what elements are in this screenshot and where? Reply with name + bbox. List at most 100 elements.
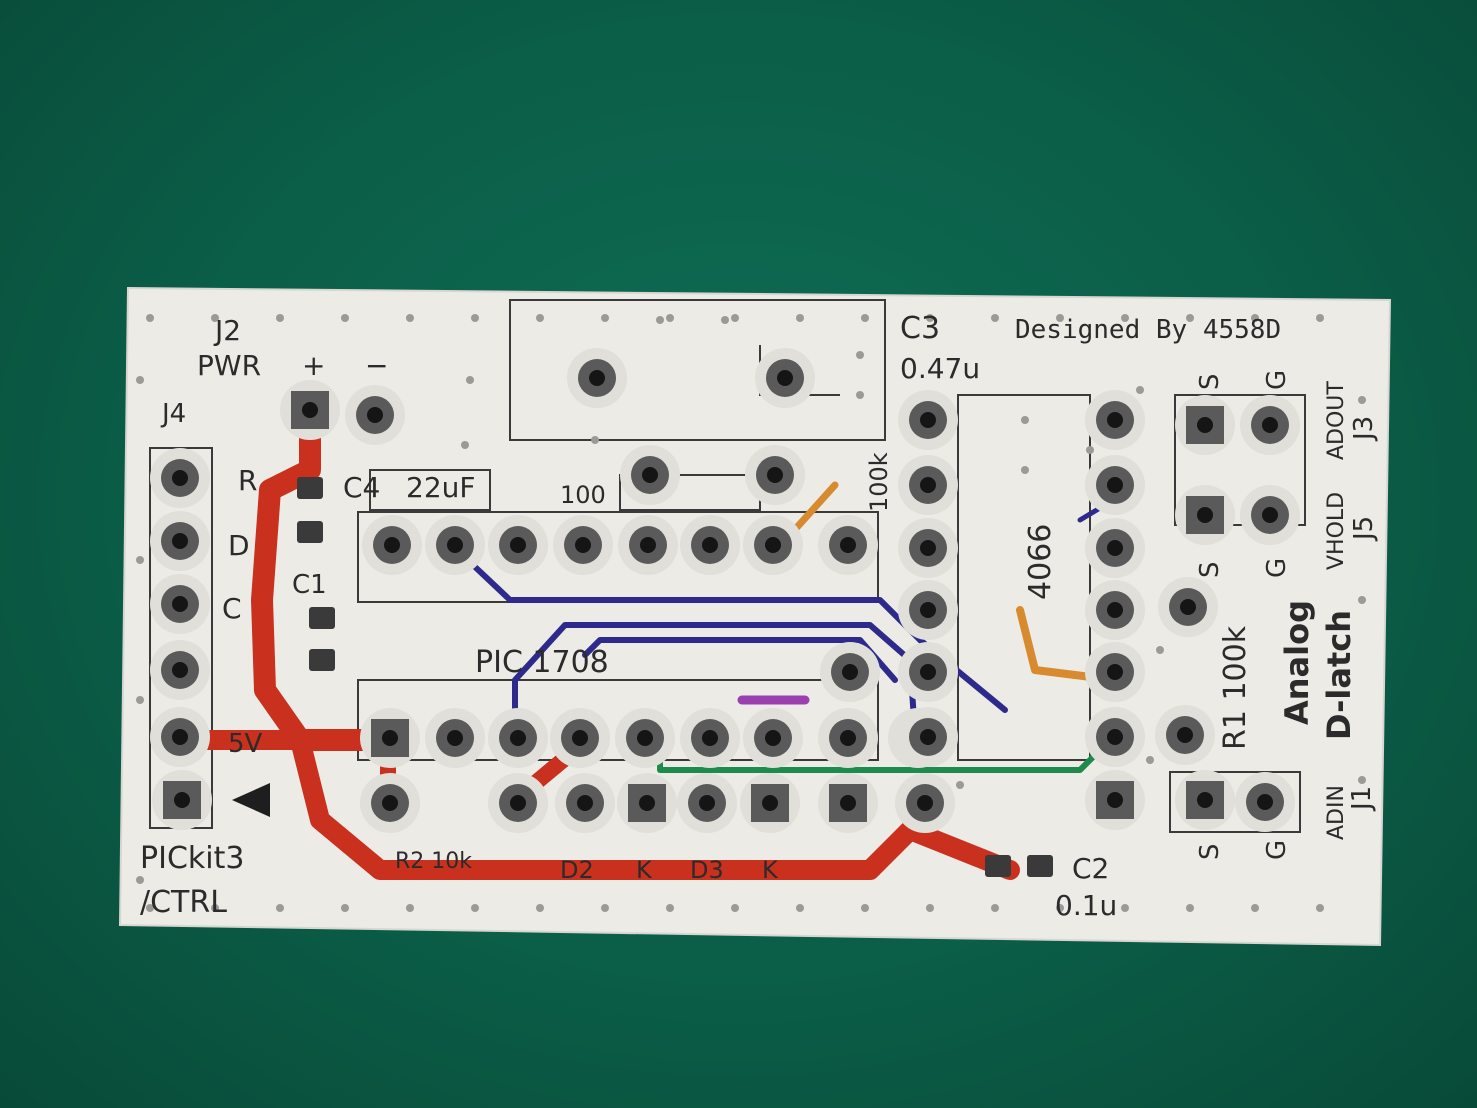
- via: [466, 376, 474, 384]
- c4-smd-pad-1: [297, 477, 323, 499]
- via: [1186, 314, 1194, 322]
- pic-pad-top-5: [618, 515, 678, 575]
- c2-smd-pad-1: [985, 855, 1011, 877]
- via: [856, 351, 864, 359]
- pic-pad-bottom-5: [615, 708, 675, 768]
- lower-pad-5: [677, 773, 737, 833]
- via: [601, 314, 609, 322]
- through-hole-pads: [150, 348, 1300, 877]
- via: [861, 314, 869, 322]
- via: [731, 314, 739, 322]
- via: [1316, 904, 1324, 912]
- ic4066-right-pad-5: [1085, 642, 1145, 702]
- via: [956, 781, 964, 789]
- pic-pad-top-8: [818, 515, 878, 575]
- pic-pad-bottom-2: [425, 708, 485, 768]
- j2-name: PWR: [197, 349, 261, 382]
- via: [721, 316, 729, 324]
- lower-pad-7: [818, 773, 878, 833]
- via: [406, 314, 414, 322]
- j4-note-line2: /CTRL: [140, 885, 227, 920]
- d3-label: D3: [690, 856, 724, 884]
- pic-pad-bottom-1: [360, 708, 420, 768]
- pic-pad-top-2: [425, 515, 485, 575]
- vias: [136, 314, 1366, 912]
- ic4066-left-pad-3: [898, 518, 958, 578]
- via: [926, 904, 934, 912]
- d2-label: D2: [560, 856, 594, 884]
- via: [136, 696, 144, 704]
- via: [1316, 314, 1324, 322]
- via: [1136, 386, 1144, 394]
- j3-name: ADOUT: [1324, 381, 1349, 460]
- via: [1358, 396, 1366, 404]
- pic-pad-bottom-7: [743, 708, 803, 768]
- pic-pad-bottom-8: [818, 708, 878, 768]
- board-title-line1: Analog: [1278, 600, 1316, 725]
- via: [341, 904, 349, 912]
- via: [1251, 314, 1259, 322]
- r2-label: R2 10k: [395, 849, 472, 874]
- ic4066-left-pad-1: [898, 390, 958, 450]
- lower-pad-6: [740, 773, 800, 833]
- via: [666, 314, 674, 322]
- j2-pad-plus: [280, 380, 340, 440]
- pcb-board: [118, 286, 1392, 947]
- via: [146, 904, 154, 912]
- j2-minus: −: [365, 349, 388, 382]
- ic4066-right-pad-3: [1085, 518, 1145, 578]
- ic4066-right-pad-2: [1085, 455, 1145, 515]
- c4-smd-pad-2: [297, 521, 323, 543]
- via: [211, 904, 219, 912]
- r-right-value: 100k: [865, 452, 893, 512]
- c3-value: 0.47u: [900, 352, 980, 385]
- r1-pad-1: [1158, 577, 1218, 637]
- silkscreen-text: Designed By 4558D J2 PWR + − J4 R D C 5V…: [140, 311, 1379, 922]
- via: [1021, 466, 1029, 474]
- d3-k-label: K: [762, 856, 779, 884]
- via: [341, 314, 349, 322]
- via: [1121, 314, 1129, 322]
- via: [1056, 904, 1064, 912]
- j4-note-line1: PICkit3: [140, 841, 244, 876]
- pic-pad-bottom-6: [680, 708, 740, 768]
- j2-pad-minus: [345, 385, 405, 445]
- via: [276, 904, 284, 912]
- j2-ref: J2: [213, 314, 241, 347]
- via: [136, 556, 144, 564]
- lower-pad-3: [555, 773, 615, 833]
- pic-pad-top-6: [680, 515, 740, 575]
- c2-smd-pad-2: [1027, 855, 1053, 877]
- j3-pad-s: [1175, 395, 1235, 455]
- via: [796, 904, 804, 912]
- r-left-pad: [620, 445, 680, 505]
- via: [656, 316, 664, 324]
- lower-pad-4: [617, 773, 677, 833]
- j5-name: VHOLD: [1324, 492, 1349, 570]
- c3-ref: C3: [900, 311, 940, 346]
- board-title-line2: D-latch: [1320, 610, 1358, 740]
- j1-pad-g: [1235, 772, 1295, 832]
- j1-g-label: G: [1262, 840, 1292, 860]
- j1-pad-s: [1175, 770, 1235, 830]
- lower-pad-8: [895, 773, 955, 833]
- via: [666, 904, 674, 912]
- r-left-value: 100: [560, 481, 606, 509]
- via: [471, 314, 479, 322]
- via: [861, 904, 869, 912]
- j5-g-label: G: [1262, 558, 1292, 578]
- pic-pad-top-7: [743, 515, 803, 575]
- r1-pad-2: [1155, 705, 1215, 765]
- j4-pad-6: [152, 770, 212, 830]
- j4-pin-label-c: C: [222, 592, 242, 625]
- ic4066-left-pad-6: [898, 707, 958, 767]
- ic4066-right-pad-6: [1085, 707, 1145, 767]
- c4-ref: C4: [343, 471, 380, 504]
- via: [1251, 904, 1259, 912]
- via: [1358, 596, 1366, 604]
- via: [471, 904, 479, 912]
- via: [1186, 904, 1194, 912]
- j4-pad-5: [150, 707, 210, 767]
- j3-pad-g: [1240, 395, 1300, 455]
- r-right-pad: [745, 445, 805, 505]
